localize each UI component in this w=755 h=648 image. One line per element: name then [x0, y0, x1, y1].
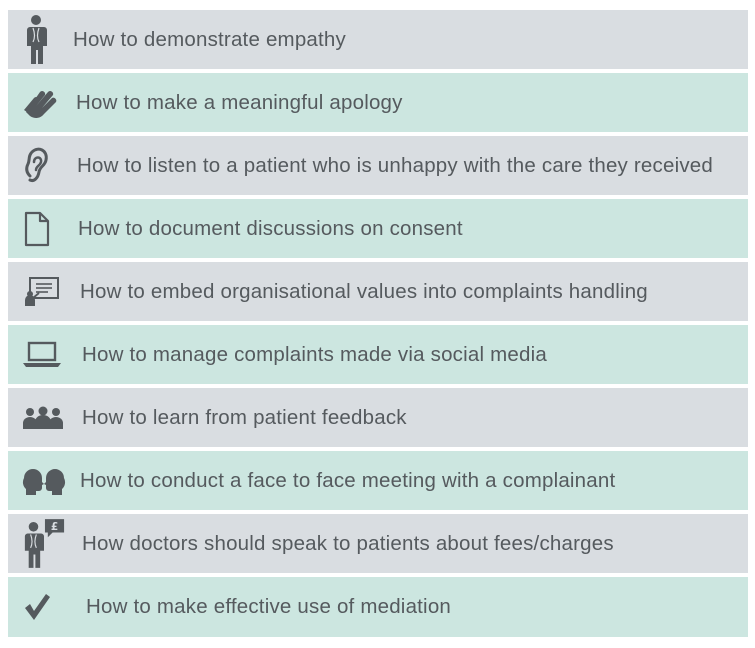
checkmark-icon	[22, 581, 66, 633]
item-label: How to manage complaints made via social…	[82, 342, 547, 366]
hand-icon	[22, 77, 66, 129]
list-item: How to listen to a patient who is unhapp…	[8, 136, 748, 195]
list-item: £ How doctors should speak to patients a…	[8, 514, 748, 573]
item-label: How to demonstrate empathy	[73, 27, 346, 51]
list-item: How to conduct a face to face meeting wi…	[8, 451, 748, 510]
list-item: How to make effective use of mediation	[8, 577, 748, 637]
presentation-icon	[22, 266, 66, 318]
topic-list: How to demonstrate empathy How to make a…	[8, 10, 748, 637]
list-item: How to demonstrate empathy	[8, 10, 748, 69]
item-label: How to conduct a face to face meeting wi…	[80, 468, 616, 492]
doctor-icon	[22, 14, 66, 66]
item-label: How to make a meaningful apology	[76, 90, 403, 114]
list-item: How to learn from patient feedback	[8, 388, 748, 447]
list-item: How to embed organisational values into …	[8, 262, 748, 321]
group-icon	[22, 392, 66, 444]
item-label: How to learn from patient feedback	[82, 405, 407, 429]
list-item: How to make a meaningful apology	[8, 73, 748, 132]
item-label: How doctors should speak to patients abo…	[82, 531, 614, 555]
item-label: How to listen to a patient who is unhapp…	[77, 153, 713, 177]
svg-text:£: £	[51, 521, 58, 533]
laptop-icon	[22, 329, 66, 381]
list-item: How to manage complaints made via social…	[8, 325, 748, 384]
item-label: How to embed organisational values into …	[80, 279, 648, 303]
ear-icon	[22, 140, 66, 192]
two-heads-icon	[22, 455, 66, 507]
item-label: How to document discussions on consent	[78, 216, 463, 240]
list-item: How to document discussions on consent	[8, 199, 748, 258]
doctor-pound-icon: £	[22, 518, 66, 570]
document-icon	[22, 203, 66, 255]
item-label: How to make effective use of mediation	[86, 595, 452, 618]
